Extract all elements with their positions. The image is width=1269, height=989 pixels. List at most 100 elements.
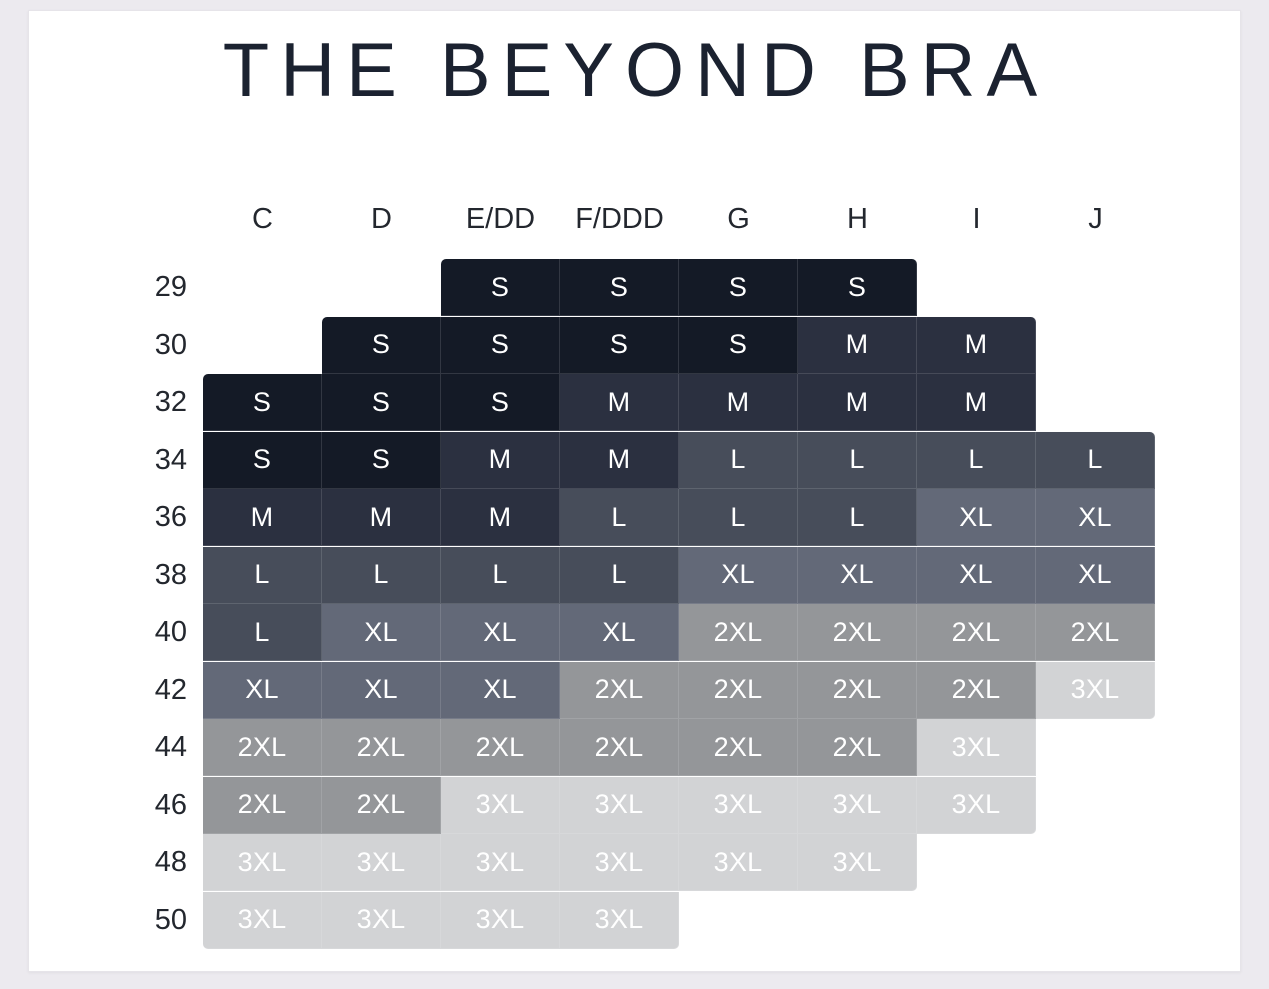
- row-header-38: 38: [154, 558, 187, 591]
- size-cell-50-e-dd: 3XL: [441, 891, 560, 949]
- size-cell-48-g: 3XL: [679, 834, 798, 891]
- size-cell-46-g: 3XL: [679, 776, 798, 834]
- size-cell-44-e-dd: 2XL: [441, 719, 560, 776]
- column-header-j: J: [1088, 203, 1103, 235]
- size-chart-grid: C D E/DD F/DDD G H I J 29 30 32 34 36 38 40 42 44 46 48 50 S…: [29, 11, 1242, 973]
- size-cell-30-e-dd: S: [441, 316, 560, 374]
- size-cell-36-g: L: [679, 489, 798, 546]
- size-cell-44-c: 2XL: [203, 719, 322, 776]
- size-cell-46-f-ddd: 3XL: [560, 776, 679, 834]
- size-cell-38-f-ddd: L: [560, 546, 679, 604]
- size-cell-34-g: L: [679, 431, 798, 489]
- size-cell-38-j: XL: [1036, 546, 1155, 604]
- size-cell-40-d: XL: [322, 604, 441, 661]
- size-cell-44-d: 2XL: [322, 719, 441, 776]
- size-cell-50-c: 3XL: [203, 891, 322, 949]
- size-cell-34-f-ddd: M: [560, 431, 679, 489]
- row-header-32: 32: [154, 386, 187, 418]
- size-cell-36-c: M: [203, 489, 322, 546]
- size-cell-34-c: S: [203, 431, 322, 489]
- size-cell-48-f-ddd: 3XL: [560, 834, 679, 891]
- size-cell-36-f-ddd: L: [560, 489, 679, 546]
- row-header-30: 30: [154, 328, 187, 361]
- size-cell-36-i: XL: [917, 489, 1036, 546]
- size-cell-46-h: 3XL: [798, 776, 917, 834]
- size-cell-40-h: 2XL: [798, 604, 917, 661]
- row-header-42: 42: [154, 673, 187, 706]
- size-cell-42-j: 3XL: [1036, 661, 1155, 719]
- size-cell-38-e-dd: L: [441, 546, 560, 604]
- column-header-f-ddd: F/DDD: [575, 203, 664, 235]
- size-chart-card: THE BEYOND BRA C D E/DD F/DDD G H I J 29 30 32 34 36…: [28, 10, 1241, 972]
- size-cell-29-f-ddd: S: [560, 259, 679, 316]
- size-cell-46-c: 2XL: [203, 776, 322, 834]
- column-header-g: G: [727, 203, 750, 235]
- size-cell-40-f-ddd: XL: [560, 604, 679, 661]
- size-cell-29-h: S: [798, 259, 917, 316]
- size-cell-42-e-dd: XL: [441, 661, 560, 719]
- size-cell-40-g: 2XL: [679, 604, 798, 661]
- row-header-34: 34: [154, 443, 187, 476]
- size-cell-30-h: M: [798, 316, 917, 374]
- size-cell-38-h: XL: [798, 546, 917, 604]
- size-cell-38-i: XL: [917, 546, 1036, 604]
- row-header-46: 46: [154, 788, 187, 821]
- size-cell-48-e-dd: 3XL: [441, 834, 560, 891]
- row-header-36: 36: [154, 501, 187, 533]
- size-cell-30-d: S: [322, 316, 441, 374]
- size-cell-32-d: S: [322, 374, 441, 431]
- row-header-29: 29: [154, 271, 187, 303]
- row-header-40: 40: [154, 616, 187, 648]
- size-cell-42-i: 2XL: [917, 661, 1036, 719]
- column-header-c: C: [252, 203, 273, 235]
- size-cell-42-d: XL: [322, 661, 441, 719]
- size-cell-42-h: 2XL: [798, 661, 917, 719]
- size-cell-38-d: L: [322, 546, 441, 604]
- size-cell-29-e-dd: S: [441, 259, 560, 316]
- size-cell-42-g: 2XL: [679, 661, 798, 719]
- size-cell-46-i: 3XL: [917, 776, 1036, 834]
- size-cell-30-g: S: [679, 316, 798, 374]
- size-cell-36-h: L: [798, 489, 917, 546]
- size-cell-32-f-ddd: M: [560, 374, 679, 431]
- size-cell-42-c: XL: [203, 661, 322, 719]
- size-cell-40-e-dd: XL: [441, 604, 560, 661]
- size-cell-30-f-ddd: S: [560, 316, 679, 374]
- size-cell-44-g: 2XL: [679, 719, 798, 776]
- size-cell-36-d: M: [322, 489, 441, 546]
- size-cell-36-e-dd: M: [441, 489, 560, 546]
- size-cell-32-c: S: [203, 374, 322, 431]
- size-cell-42-f-ddd: 2XL: [560, 661, 679, 719]
- size-cell-32-h: M: [798, 374, 917, 431]
- size-cell-40-j: 2XL: [1036, 604, 1155, 661]
- row-header-50: 50: [154, 903, 187, 936]
- size-cell-44-h: 2XL: [798, 719, 917, 776]
- size-cell-50-d: 3XL: [322, 891, 441, 949]
- column-header-i: I: [972, 203, 981, 235]
- column-header-d: D: [371, 203, 392, 235]
- size-cell-34-e-dd: M: [441, 431, 560, 489]
- size-cell-40-c: L: [203, 604, 322, 661]
- size-cell-48-h: 3XL: [798, 834, 917, 891]
- size-cell-38-c: L: [203, 546, 322, 604]
- size-cell-30-i: M: [917, 316, 1036, 374]
- column-header-h: H: [847, 203, 868, 235]
- size-cell-32-e-dd: S: [441, 374, 560, 431]
- row-header-44: 44: [154, 731, 187, 763]
- page-title: THE BEYOND BRA: [222, 28, 1049, 113]
- size-cell-44-f-ddd: 2XL: [560, 719, 679, 776]
- size-cell-46-e-dd: 3XL: [441, 776, 560, 834]
- size-cell-50-f-ddd: 3XL: [560, 891, 679, 949]
- size-cell-32-i: M: [917, 374, 1036, 431]
- size-cell-38-g: XL: [679, 546, 798, 604]
- size-cell-44-i: 3XL: [917, 719, 1036, 776]
- size-cell-48-d: 3XL: [322, 834, 441, 891]
- size-cell-36-j: XL: [1036, 489, 1155, 546]
- column-header-e-dd: E/DD: [465, 203, 536, 235]
- size-cell-34-h: L: [798, 431, 917, 489]
- size-cell-34-j: L: [1036, 431, 1155, 489]
- size-cell-48-c: 3XL: [203, 834, 322, 891]
- size-cell-46-d: 2XL: [322, 776, 441, 834]
- size-cell-32-g: M: [679, 374, 798, 431]
- row-header-48: 48: [154, 846, 187, 878]
